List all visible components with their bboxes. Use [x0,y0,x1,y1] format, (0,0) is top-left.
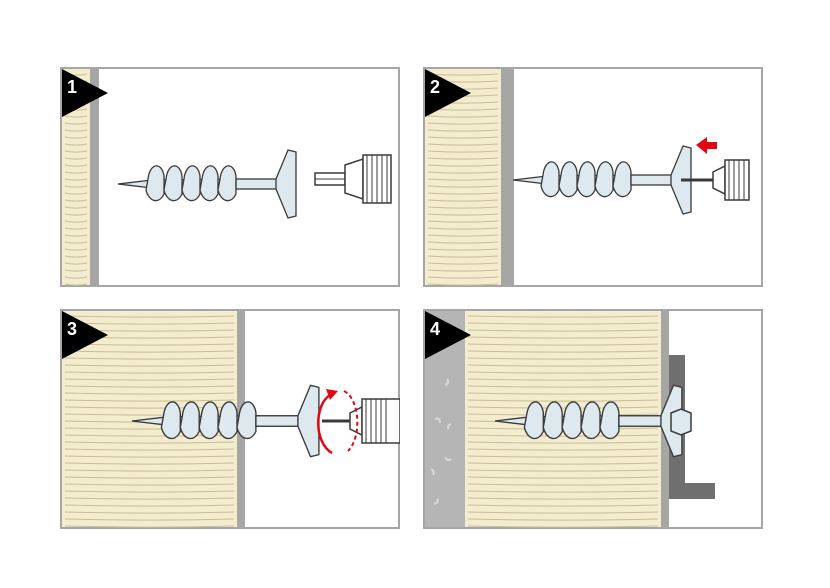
drill-chuck-icon [349,398,400,444]
step-number: 1 [67,77,78,97]
drill-chuck-icon [314,154,392,204]
step-number: 3 [67,319,78,339]
step-number: 2 [430,77,441,97]
step-panel-4: 4 [423,309,763,529]
triangle-badge-icon [425,69,471,117]
insulation-anchor-icon [494,384,683,458]
step-panel-2: 2 [423,67,763,287]
wall-plate [501,69,514,285]
step-1-illustration [60,67,400,287]
insulation-anchor-icon [131,384,320,458]
drill-chuck-icon [712,159,750,201]
wall-plate [90,69,99,285]
triangle-badge-icon [62,311,108,359]
screw-head [670,408,692,436]
triangle-badge-icon [425,311,471,359]
insulation-anchor-icon [512,145,692,215]
insulation-anchor-icon [117,149,297,219]
step-panel-3: 3 [60,309,400,529]
step-panel-1: 1 [60,67,400,287]
push-arrow-icon [696,137,717,154]
triangle-badge-icon [62,69,108,117]
step-2-illustration [423,67,763,287]
rotation-arrow-icon [317,389,359,455]
step-number: 4 [430,319,441,339]
step-4-illustration [423,309,763,529]
step-3-illustration [60,309,400,529]
